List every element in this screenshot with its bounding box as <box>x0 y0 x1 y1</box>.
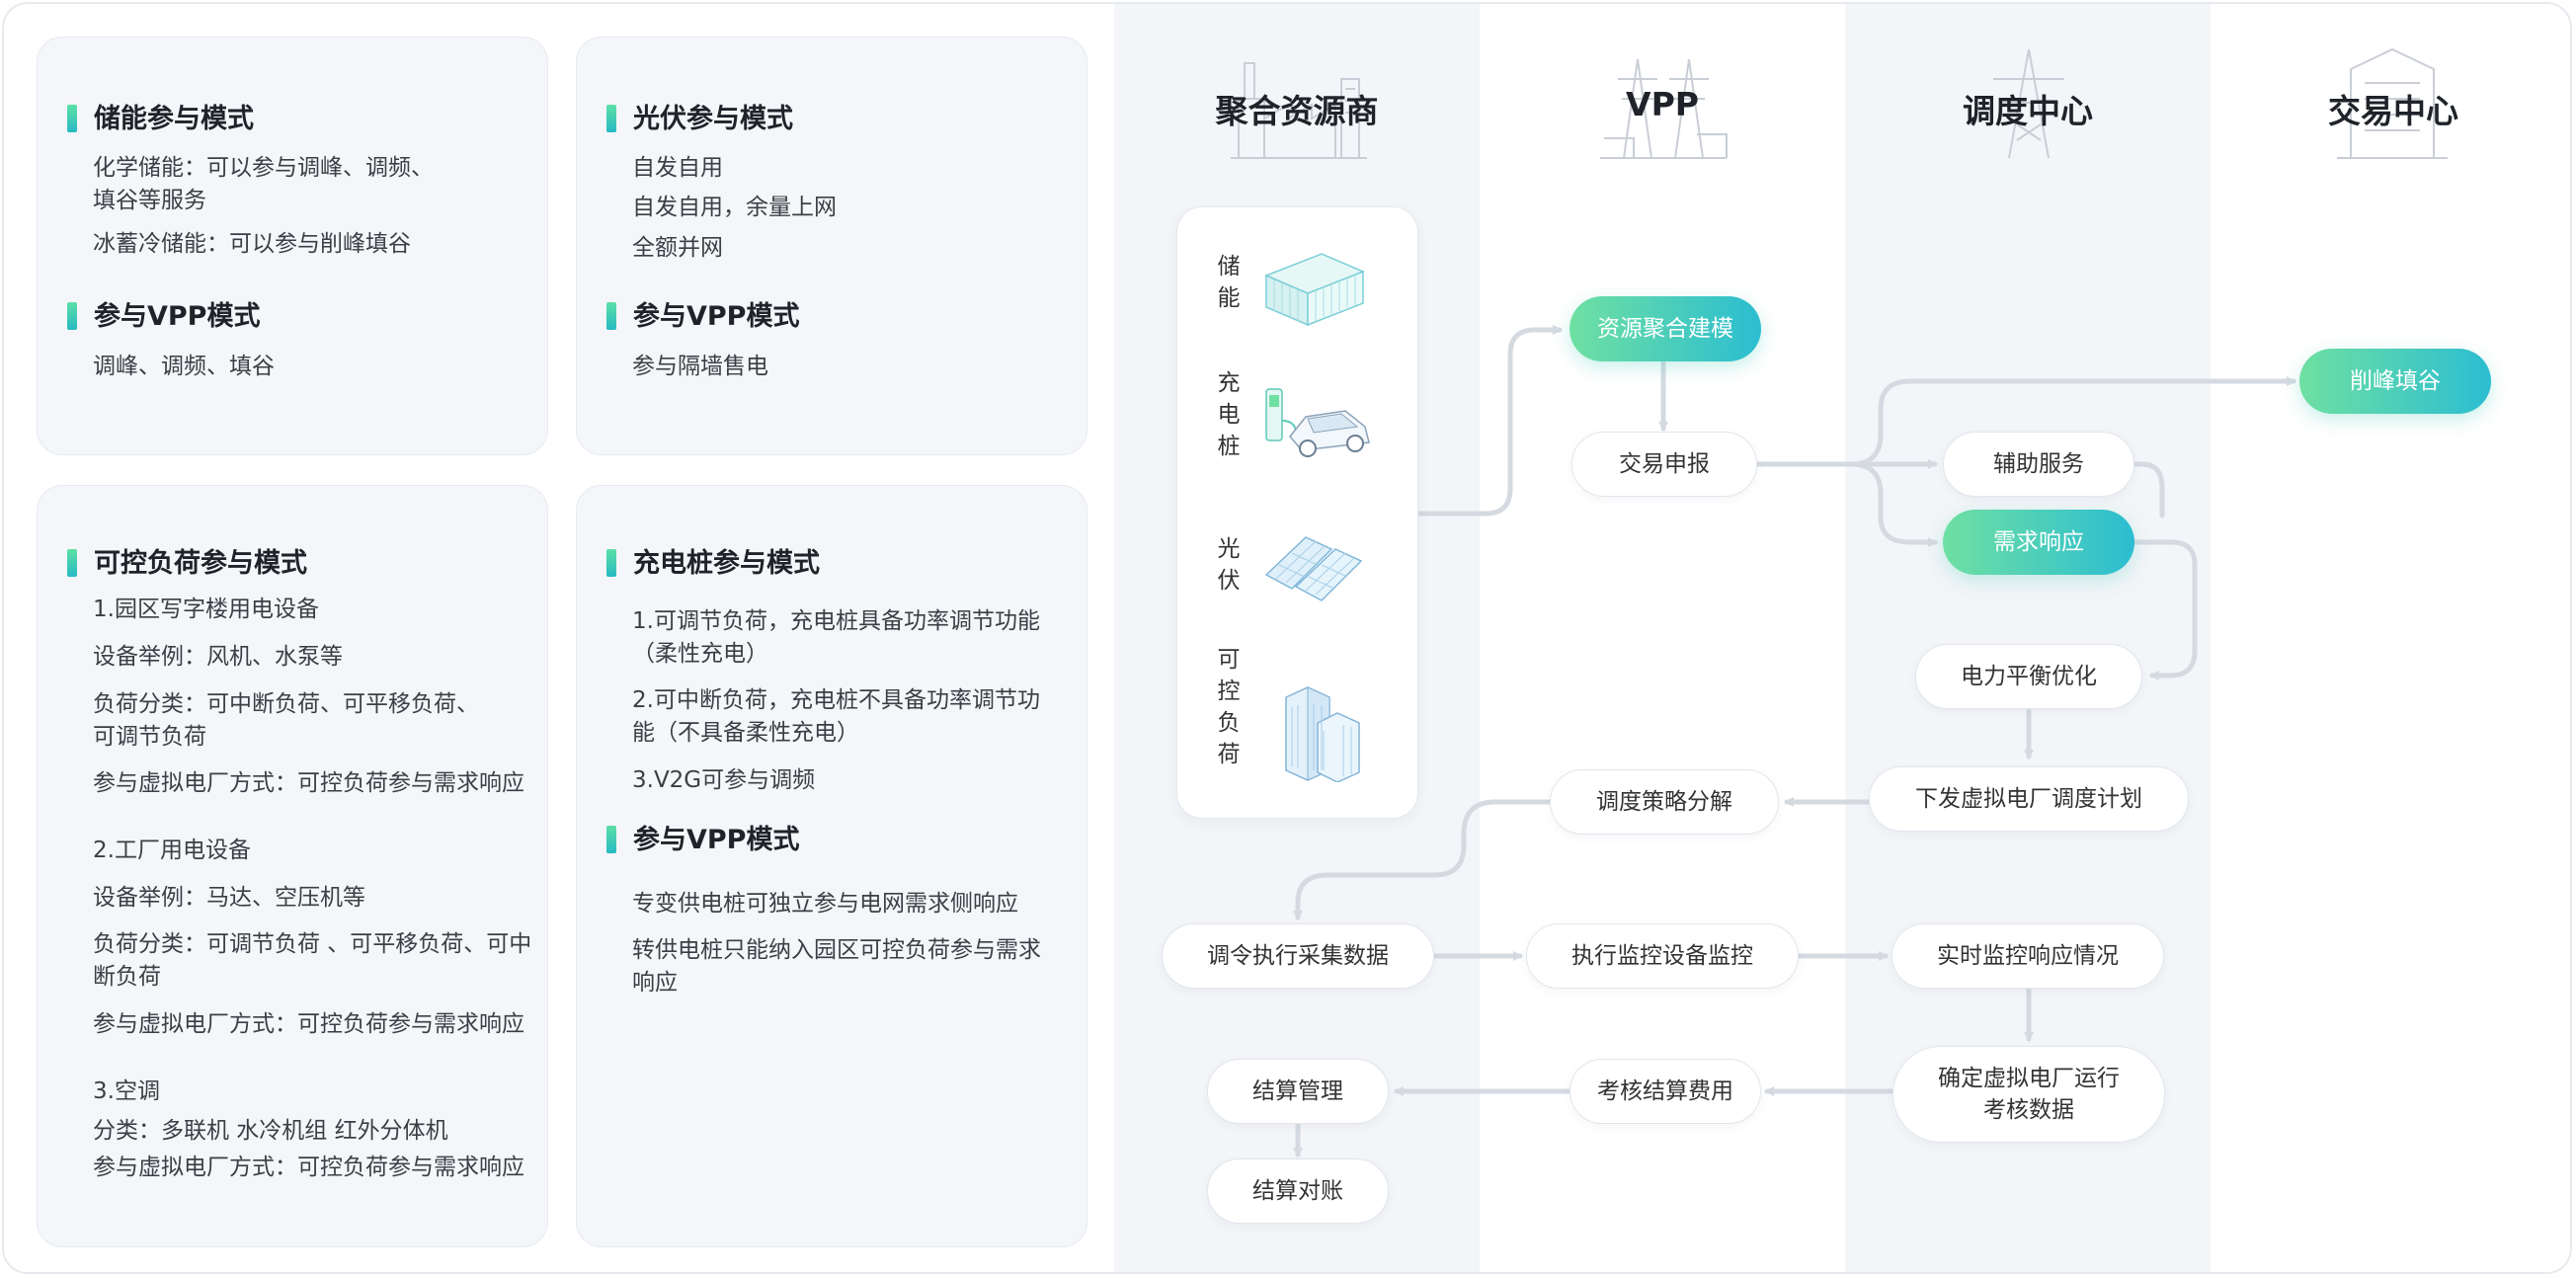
node-exec-monitor[interactable]: 执行监控设备监控 <box>1526 923 1799 989</box>
node-realtime-monitor[interactable]: 实时监控响应情况 <box>1892 923 2164 989</box>
node-settle-check[interactable]: 结算对账 <box>1207 1158 1389 1224</box>
ev-charger-icon <box>1265 388 1370 457</box>
factory-icon <box>1231 62 1367 159</box>
load-s2b1: 负荷分类：可调节负荷 、可平移负荷、可中 <box>93 931 532 957</box>
load-s3a: 分类：多联机 水冷机组 红外分体机 <box>93 1118 448 1144</box>
storage-mode-title: 储能参与模式 <box>67 105 254 134</box>
pv-line2: 自发自用，余量上网 <box>632 195 837 220</box>
node-confirm-data[interactable]: 确定虚拟电厂运行 考核数据 <box>1892 1046 2165 1143</box>
charger-l2b: 能（不具备柔性充电） <box>632 720 859 746</box>
load-s2a: 设备举例：马达、空压机等 <box>93 885 365 911</box>
storage-vpp-text: 调峰、调频、填谷 <box>93 354 275 379</box>
building-load-icon <box>1285 686 1360 782</box>
load-s1c: 参与虚拟电厂方式：可控负荷参与需求响应 <box>93 770 524 796</box>
dispatch-tower-icon <box>1993 48 2064 159</box>
charger-vpp-title: 参与VPP模式 <box>606 826 799 855</box>
column-header-trading: 交易中心 <box>2328 92 2458 130</box>
load-s2c: 参与虚拟电厂方式：可控负荷参与需求响应 <box>93 1011 524 1037</box>
storage-mode-card: 储能参与模式 化学储能：可以参与调峰、调频、 填谷等服务 冰蓄冷储能：可以参与削… <box>37 37 548 455</box>
load-s1b2: 可调节负荷 <box>93 724 206 750</box>
pv-vpp-text: 参与隔墙售电 <box>632 354 768 379</box>
node-settle-mgmt[interactable]: 结算管理 <box>1207 1059 1389 1124</box>
charger-l1b: （柔性充电） <box>632 641 768 667</box>
load-s1a: 设备举例：风机、水泵等 <box>93 644 343 670</box>
load-s3b: 参与虚拟电厂方式：可控负荷参与需求响应 <box>93 1155 524 1180</box>
charger-l3: 3.V2G可参与调频 <box>632 767 816 793</box>
battery-storage-icon <box>1264 253 1365 327</box>
node-demand-response[interactable]: 需求响应 <box>1943 510 2134 575</box>
resource-label-storage: 储能 <box>1217 254 1241 311</box>
node-collect-data[interactable]: 调令执行采集数据 <box>1162 923 1434 989</box>
pv-vpp-title: 参与VPP模式 <box>606 302 799 332</box>
confirm-data-line1: 确定虚拟电厂运行 <box>1938 1066 2120 1091</box>
resource-label-load: 可控负荷 <box>1217 647 1241 767</box>
pv-mode-title: 光伏参与模式 <box>606 105 793 134</box>
node-aggregate-model[interactable]: 资源聚合建模 <box>1570 296 1761 361</box>
charger-l5a: 转供电桩只能纳入园区可控负荷参与需求 <box>632 937 1041 963</box>
node-peak-valley[interactable]: 削峰填谷 <box>2299 349 2491 414</box>
load-mode-card: 可控负荷参与模式 1.园区写字楼用电设备 设备举例：风机、水泵等 负荷分类：可中… <box>37 485 548 1247</box>
node-strategy-decomp[interactable]: 调度策略分解 <box>1550 769 1779 835</box>
storage-chem-line2: 填谷等服务 <box>93 188 206 213</box>
column-header-dispatch: 调度中心 <box>1963 92 2093 130</box>
resource-label-pv: 光伏 <box>1217 536 1241 594</box>
charger-mode-card: 充电桩参与模式 1.可调节负荷，充电桩具备功率调节功能 （柔性充电） 2.可中断… <box>576 485 1087 1247</box>
load-mode-title: 可控负荷参与模式 <box>67 549 307 579</box>
load-s1: 1.园区写字楼用电设备 <box>93 597 319 622</box>
column-header-aggregator: 聚合资源商 <box>1215 92 1379 130</box>
charger-l4: 专变供电桩可独立参与电网需求侧响应 <box>632 891 1018 917</box>
charger-l5b: 响应 <box>632 970 678 996</box>
node-issue-plan[interactable]: 下发虚拟电厂调度计划 <box>1869 766 2189 832</box>
solar-panel-icon <box>1264 536 1363 601</box>
node-power-balance[interactable]: 电力平衡优化 <box>1915 644 2142 709</box>
trading-building-icon <box>2337 47 2448 159</box>
storage-chem-line1: 化学储能：可以参与调峰、调频、 <box>93 155 434 181</box>
load-s1b1: 负荷分类：可中断负荷、可平移负荷、 <box>93 691 479 717</box>
storage-vpp-title: 参与VPP模式 <box>67 302 260 332</box>
load-s2b2: 断负荷 <box>93 964 161 990</box>
charger-mode-title: 充电桩参与模式 <box>606 549 820 579</box>
charger-l2a: 2.可中断负荷，充电桩不具备功率调节功 <box>632 687 1040 713</box>
resource-label-charger: 充电桩 <box>1217 370 1241 459</box>
node-aux-service[interactable]: 辅助服务 <box>1943 432 2134 497</box>
column-bg-trading <box>2211 4 2570 1272</box>
pv-line1: 自发自用 <box>632 155 723 181</box>
charger-l1a: 1.可调节负荷，充电桩具备功率调节功能 <box>632 608 1040 634</box>
column-header-vpp: VPP <box>1626 85 1699 123</box>
pv-line3: 全额并网 <box>632 235 723 261</box>
confirm-data-line2: 考核数据 <box>1983 1097 2074 1123</box>
pv-mode-card: 光伏参与模式 自发自用 自发自用，余量上网 全额并网 参与VPP模式 参与隔墙售… <box>576 37 1087 455</box>
node-trade-declare[interactable]: 交易申报 <box>1571 432 1757 497</box>
power-tower-icon <box>1600 58 1728 159</box>
node-assess-fee[interactable]: 考核结算费用 <box>1570 1059 1761 1124</box>
load-s3: 3.空调 <box>93 1078 160 1104</box>
load-s2: 2.工厂用电设备 <box>93 838 251 863</box>
flow-connectors <box>1293 325 2296 1158</box>
storage-ice: 冰蓄冷储能：可以参与削峰填谷 <box>93 231 411 257</box>
